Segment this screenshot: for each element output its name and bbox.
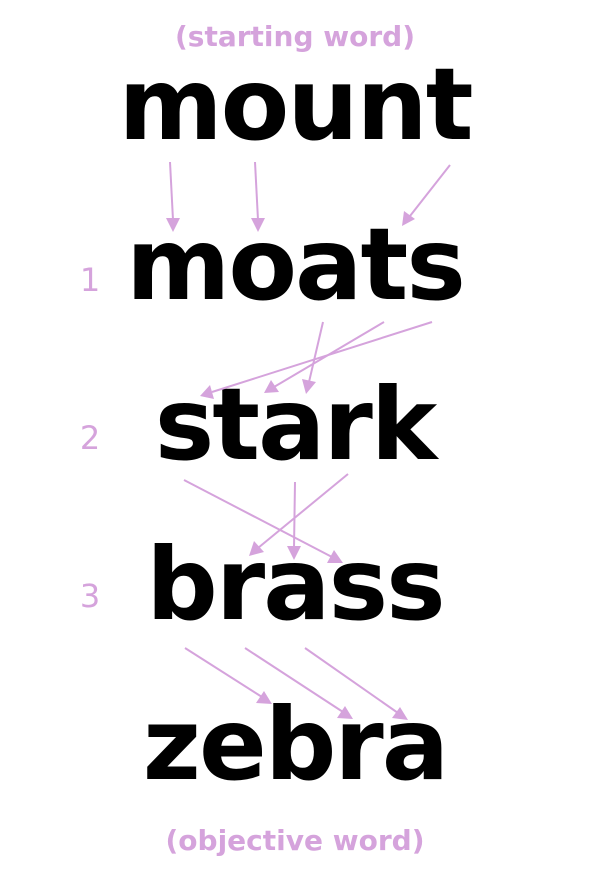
arrow: [251, 161, 265, 232]
arrow: [244, 647, 353, 719]
arrow: [287, 481, 301, 560]
word-objective: zebra: [142, 686, 449, 803]
word-start: mount: [118, 46, 473, 163]
arrow: [166, 161, 180, 232]
step-number-1: 1: [79, 261, 101, 299]
arrow: [402, 164, 451, 226]
word-step-2: stark: [154, 366, 438, 483]
arrow: [304, 647, 408, 720]
arrow: [183, 479, 343, 563]
arrow: [249, 473, 349, 556]
starting-word-caption: (starting word): [174, 20, 415, 53]
objective-word-caption: (objective word): [165, 824, 425, 857]
arrow: [264, 321, 385, 393]
arrow: [184, 647, 272, 704]
arrow: [200, 321, 433, 399]
word-step-1: moats: [126, 206, 466, 323]
step-number-2: 2: [79, 419, 101, 457]
arrow: [302, 321, 324, 394]
step-number-3: 3: [79, 577, 101, 615]
